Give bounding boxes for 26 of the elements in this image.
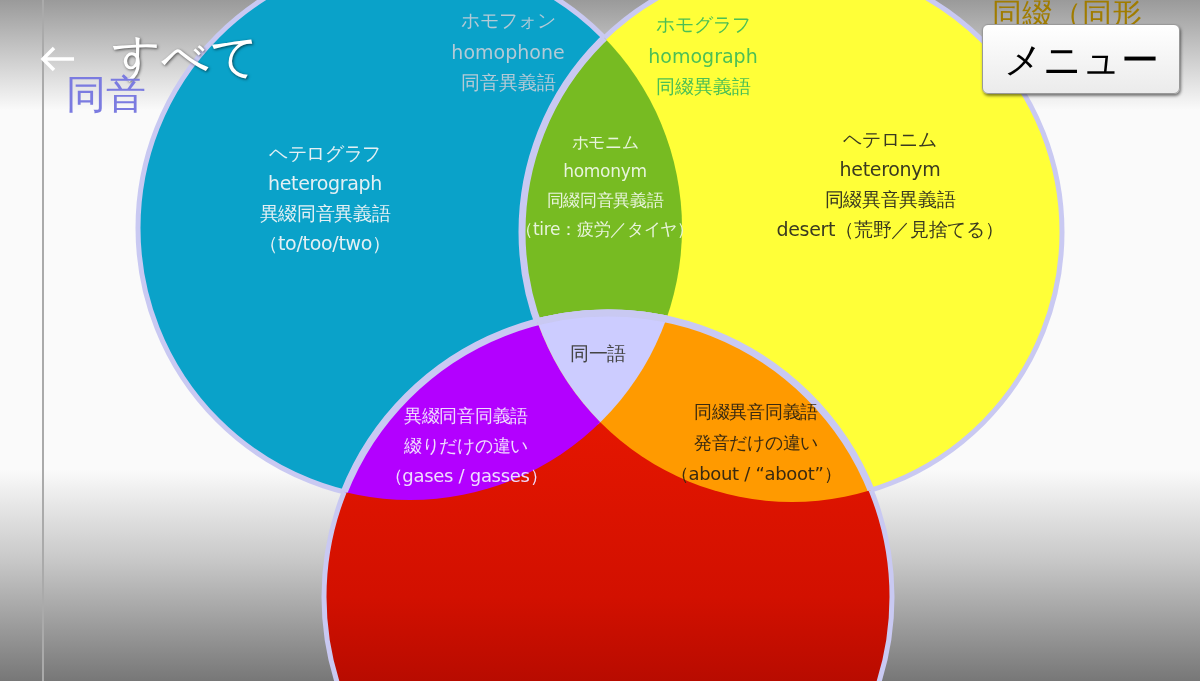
term-heading: 異綴同音同義語 (403, 404, 529, 428)
term-heading: 同一語 (569, 341, 627, 366)
term-text: 発音だけの違い (693, 430, 819, 455)
term-text: desert（荒野／見捨てる） (776, 217, 1004, 242)
term-text: homophone (451, 42, 565, 63)
term-text: （to/too/two） (259, 231, 391, 256)
term-text: 同音異義語 (460, 72, 556, 93)
term-heading: 同綴異音同義語 (693, 399, 819, 424)
term-text: 綴りだけの違い (403, 434, 529, 458)
term-text: 異綴同音異義語 (259, 201, 391, 226)
term-heading: ホモグラフ (655, 14, 751, 35)
term-heading: ホモフォン (460, 10, 556, 31)
term-text: （about / “aboot”） (670, 461, 842, 486)
term-text: heterograph (266, 171, 384, 196)
term-text: 同綴異音異義語 (823, 187, 957, 212)
term-text: （gases / gasses） (384, 464, 548, 488)
term-heading: ホモニム (570, 131, 640, 154)
term-heading: ヘテロニム (842, 127, 938, 152)
term-text: homonym (562, 160, 648, 183)
term-text: homograph (648, 46, 758, 67)
term-text: 同綴同音異義語 (545, 189, 665, 212)
term-text: 同綴異義語 (655, 76, 751, 97)
menu-button[interactable]: メニュー (982, 24, 1180, 94)
term-text: （tire：疲労／タイヤ） (516, 218, 694, 241)
term-text: heteronym (838, 157, 942, 182)
term-heading: ヘテログラフ (267, 141, 383, 166)
